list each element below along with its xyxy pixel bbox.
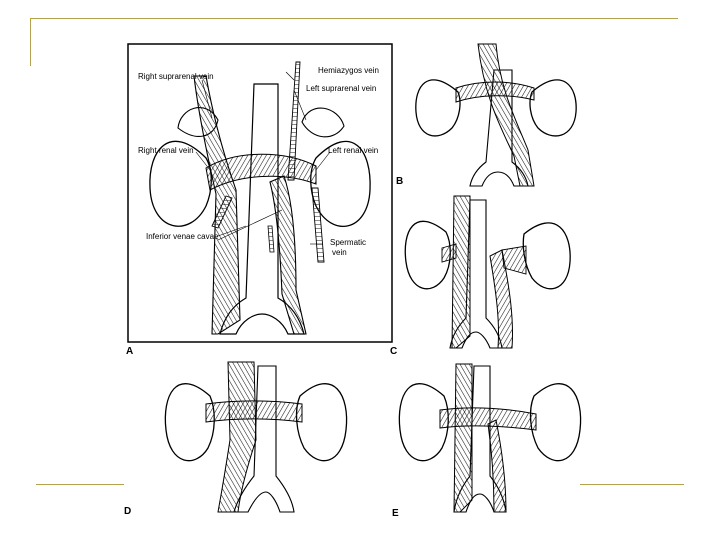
panel-a-right-gonadal — [211, 195, 233, 229]
panel-e-left-ivc — [487, 419, 507, 513]
panel-b-renal-veins — [455, 81, 535, 103]
label-spermatic-vein-line2: vein — [332, 248, 347, 257]
panel-e-left-kidney — [529, 383, 582, 462]
panel-a-leader-ivc-1 — [217, 225, 247, 237]
panel-d-ivc — [217, 361, 257, 513]
bottom-rule-left — [36, 484, 124, 485]
panel-a-figure — [127, 43, 393, 343]
panel-c-left-kidney — [522, 222, 571, 290]
panel-letter-b: B — [396, 176, 404, 187]
panel-letter-c: C — [390, 346, 398, 357]
bottom-rule-right — [580, 484, 684, 485]
label-inferior-venae-cavae: Inferior venae cavae — [146, 232, 219, 241]
panel-b-figure — [415, 43, 577, 187]
panel-e-right-ivc — [453, 363, 473, 513]
panel-a-left-suprarenal — [301, 107, 345, 138]
panel-c-left-renal — [501, 245, 527, 275]
panel-a-spermatic — [311, 187, 325, 263]
panel-a-leader-ivc-2 — [217, 209, 283, 241]
label-spermatic-vein-line1: Spermatic — [330, 238, 367, 247]
panel-a-leader-left-suprarenal — [293, 89, 307, 121]
panel-d-figure — [164, 361, 348, 513]
panel-c-right-renal — [441, 243, 457, 263]
panel-a-leader-left-renal — [315, 151, 331, 171]
label-hemiazygos-vein: Hemiazygos vein — [318, 66, 379, 75]
panel-b-left-kidney — [529, 79, 577, 137]
panel-a-right-ivc — [193, 75, 241, 335]
panel-e-renal-veins — [439, 407, 537, 431]
panel-b-right-kidney — [415, 79, 461, 137]
panel-c-right-ivc — [451, 195, 471, 349]
panel-e-figure — [398, 363, 582, 513]
panel-d-right-kidney — [164, 383, 215, 462]
panel-d-left-kidney — [295, 383, 348, 462]
left-rule — [30, 18, 31, 66]
panel-d-renal-veins — [205, 400, 303, 423]
panel-c-figure — [404, 195, 571, 349]
panel-a-renal-confluence — [205, 153, 317, 191]
panel-letter-d: D — [124, 506, 132, 517]
panel-letter-a: A — [126, 346, 134, 357]
label-left-renal-vein: Left renal vein — [328, 146, 379, 155]
panel-a-left-kidney — [310, 140, 371, 227]
panel-letter-e: E — [392, 508, 399, 519]
panel-a-small-branch — [267, 225, 275, 253]
panel-a-leader-right-renal — [195, 151, 211, 171]
top-rule — [30, 18, 678, 19]
panel-a-leader-hemiazygos — [285, 71, 295, 81]
panel-a-left-ivc — [269, 175, 307, 335]
panel-a-leader-right-suprarenal — [201, 79, 213, 119]
panel-c-left-ivc — [489, 249, 513, 349]
label-left-suprarenal-vein: Left suprarenal vein — [306, 84, 377, 93]
panel-a-hemiazygos — [287, 61, 301, 181]
label-right-suprarenal-vein: Right suprarenal vein — [138, 72, 214, 81]
label-right-renal-vein: Right renal vein — [138, 146, 194, 155]
